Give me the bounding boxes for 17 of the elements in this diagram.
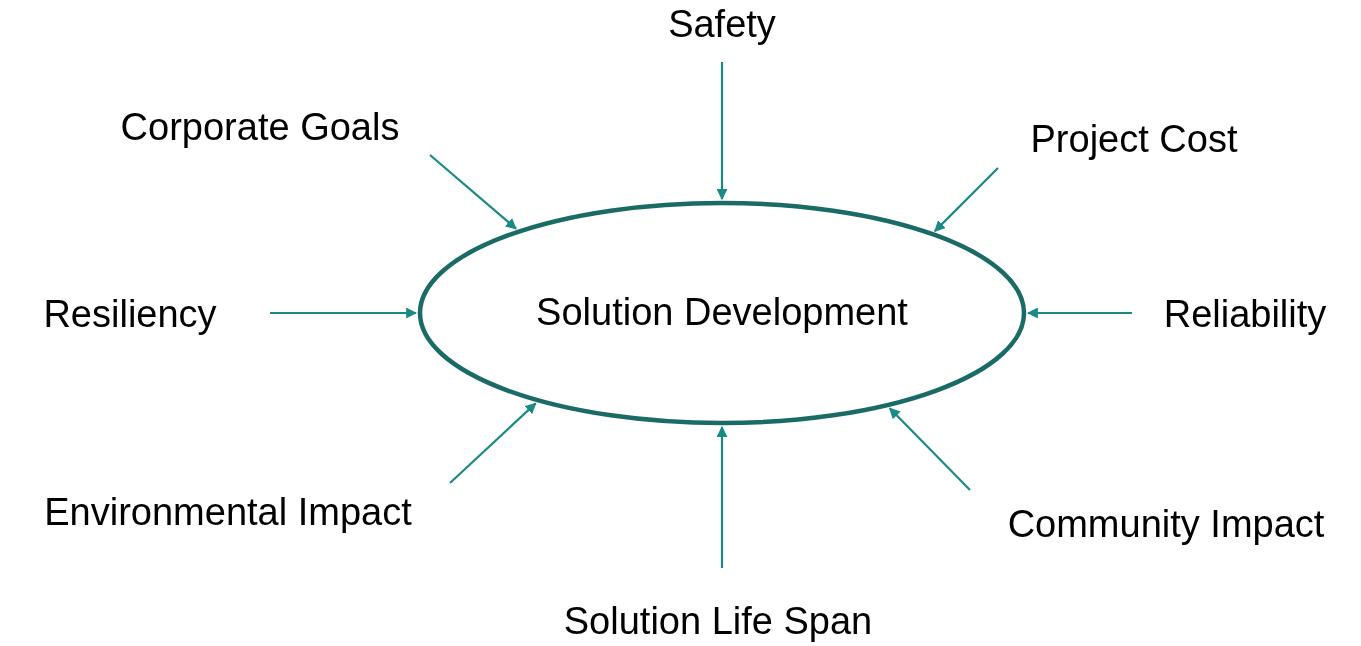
factor-label: Solution Life Span <box>563 600 873 644</box>
node-text: Solution Development <box>536 291 908 335</box>
arrow <box>716 62 728 201</box>
arrow <box>934 167 999 232</box>
factor-label: Environmental Impact <box>44 491 412 535</box>
arrow <box>270 307 418 319</box>
factor-label: Safety <box>668 3 776 47</box>
arrow <box>429 154 517 230</box>
arrow <box>716 425 728 568</box>
factor-label: Corporate Goals <box>120 106 400 150</box>
factor-label: Project Cost <box>1030 118 1238 162</box>
arrow <box>888 407 971 491</box>
factor-label: Community Impact <box>1007 503 1325 547</box>
factor-label: Resiliency <box>43 293 217 337</box>
arrow <box>1026 307 1132 319</box>
arrow <box>449 402 537 484</box>
factor-label: Reliability <box>1163 293 1327 337</box>
